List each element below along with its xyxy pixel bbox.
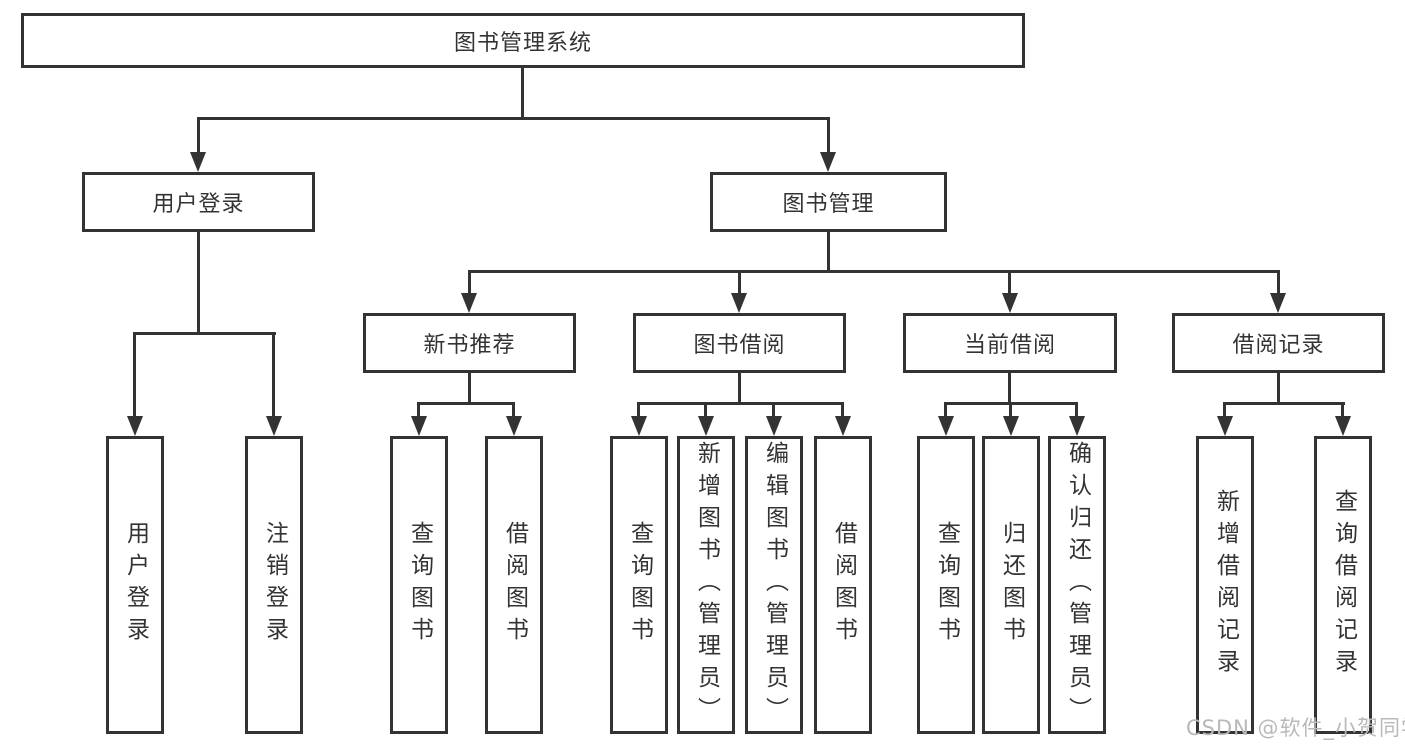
leaf-query-books-recommend-label: 查询图书 — [406, 521, 433, 649]
leaf-borrow-books-borrowing: 借阅图书 — [814, 436, 872, 734]
connector-drop — [944, 402, 947, 418]
leaf-query-books-recommend: 查询图书 — [390, 436, 448, 734]
arrowhead-down-icon — [731, 293, 747, 313]
leaf-return-books-label: 归还图书 — [998, 521, 1025, 649]
connector-stem — [1008, 373, 1011, 405]
arrowhead-down-icon — [506, 416, 522, 436]
connector-book-mgmt-stem — [827, 232, 830, 273]
connector-level2-bar — [197, 117, 830, 120]
leaf-add-book-admin-label: 新增图书（管理员） — [693, 441, 720, 729]
leaf-query-books-borrowing-label: 查询图书 — [626, 521, 653, 649]
connector-bar — [1223, 402, 1345, 405]
node-book-management-label: 图书管理 — [782, 192, 875, 217]
connector-stem — [1277, 373, 1280, 405]
arrowhead-down-icon — [461, 293, 477, 313]
connector-drop — [738, 270, 741, 295]
leaf-return-books: 归还图书 — [982, 436, 1040, 734]
leaf-borrow-books-recommend-label: 借阅图书 — [501, 521, 528, 649]
node-current-borrowing-label: 当前借阅 — [963, 333, 1056, 358]
arrowhead-down-icon — [766, 416, 782, 436]
arrowhead-down-icon — [1335, 416, 1351, 436]
arrowhead-down-icon — [1270, 293, 1286, 313]
connector-user-login-bar — [133, 332, 276, 335]
leaf-query-borrow-record-label: 查询借阅记录 — [1330, 489, 1357, 681]
leaf-logout-label: 注销登录 — [261, 521, 288, 649]
arrowhead-down-icon — [835, 416, 851, 436]
leaf-query-books-borrowing: 查询图书 — [610, 436, 668, 734]
arrowhead-down-icon — [266, 416, 282, 436]
connector-drop — [841, 402, 844, 418]
leaf-add-borrow-record-label: 新增借阅记录 — [1212, 489, 1239, 681]
node-user-login-label: 用户登录 — [152, 192, 245, 217]
arrowhead-down-icon — [1217, 416, 1233, 436]
connector-stem — [738, 373, 741, 405]
connector-drop — [1341, 402, 1344, 418]
leaf-add-borrow-record: 新增借阅记录 — [1196, 436, 1254, 734]
connector-bar — [637, 402, 844, 405]
connector-drop — [1075, 402, 1078, 418]
arrowhead-down-icon — [411, 416, 427, 436]
node-new-book-recommend-label: 新书推荐 — [423, 333, 516, 358]
connector-user-login-stem — [197, 232, 200, 335]
leaf-query-borrow-record: 查询借阅记录 — [1314, 436, 1372, 734]
leaf-user-login: 用户登录 — [106, 436, 164, 734]
connector-drop — [272, 332, 275, 418]
connector-root-stem — [521, 68, 524, 117]
watermark: CSDN @软件_小贺同学 — [1186, 716, 1405, 740]
leaf-query-books-current-label: 查询图书 — [933, 521, 960, 649]
arrowhead-down-icon — [1003, 416, 1019, 436]
arrowhead-down-icon — [1002, 293, 1018, 313]
node-book-borrowing-label: 图书借阅 — [693, 333, 786, 358]
connector-drop — [468, 270, 471, 295]
connector-drop — [772, 402, 775, 418]
leaf-logout: 注销登录 — [245, 436, 303, 734]
leaf-edit-book-admin: 编辑图书（管理员） — [745, 436, 803, 734]
node-user-login: 用户登录 — [82, 172, 315, 232]
leaf-confirm-return-admin-label: 确认归还（管理员） — [1064, 441, 1091, 729]
leaf-borrow-books-borrowing-label: 借阅图书 — [830, 521, 857, 649]
node-library-system-label: 图书管理系统 — [453, 30, 592, 56]
arrowhead-down-icon — [127, 416, 143, 436]
connector-drop — [133, 332, 136, 418]
leaf-borrow-books-recommend: 借阅图书 — [485, 436, 543, 734]
connector-drop — [417, 402, 420, 418]
connector-bar — [417, 402, 515, 405]
connector-drop — [1223, 402, 1226, 418]
arrowhead-down-icon — [190, 152, 206, 172]
connector-drop — [1277, 270, 1280, 295]
connector-drop — [1009, 402, 1012, 418]
connector-user-login-drop — [197, 117, 200, 155]
leaf-query-books-current: 查询图书 — [917, 436, 975, 734]
connector-drop — [1008, 270, 1011, 295]
node-book-management: 图书管理 — [710, 172, 947, 232]
arrowhead-down-icon — [938, 416, 954, 436]
connector-drop — [637, 402, 640, 418]
node-book-borrowing: 图书借阅 — [633, 313, 846, 373]
connector-stem — [468, 373, 471, 405]
connector-drop — [704, 402, 707, 418]
node-new-book-recommend: 新书推荐 — [363, 313, 576, 373]
arrowhead-down-icon — [698, 416, 714, 436]
arrowhead-down-icon — [631, 416, 647, 436]
connector-book-mgmt-drop — [827, 117, 830, 155]
leaf-add-book-admin: 新增图书（管理员） — [677, 436, 735, 734]
node-library-system: 图书管理系统 — [21, 13, 1025, 68]
node-current-borrowing: 当前借阅 — [903, 313, 1117, 373]
leaf-confirm-return-admin: 确认归还（管理员） — [1048, 436, 1106, 734]
connector-level3-bar — [468, 270, 1280, 273]
leaf-edit-book-admin-label: 编辑图书（管理员） — [761, 441, 788, 729]
arrowhead-down-icon — [1069, 416, 1085, 436]
leaf-user-login-label: 用户登录 — [122, 521, 149, 649]
arrowhead-down-icon — [820, 152, 836, 172]
node-borrowing-records: 借阅记录 — [1172, 313, 1385, 373]
connector-drop — [512, 402, 515, 418]
node-borrowing-records-label: 借阅记录 — [1232, 333, 1325, 358]
